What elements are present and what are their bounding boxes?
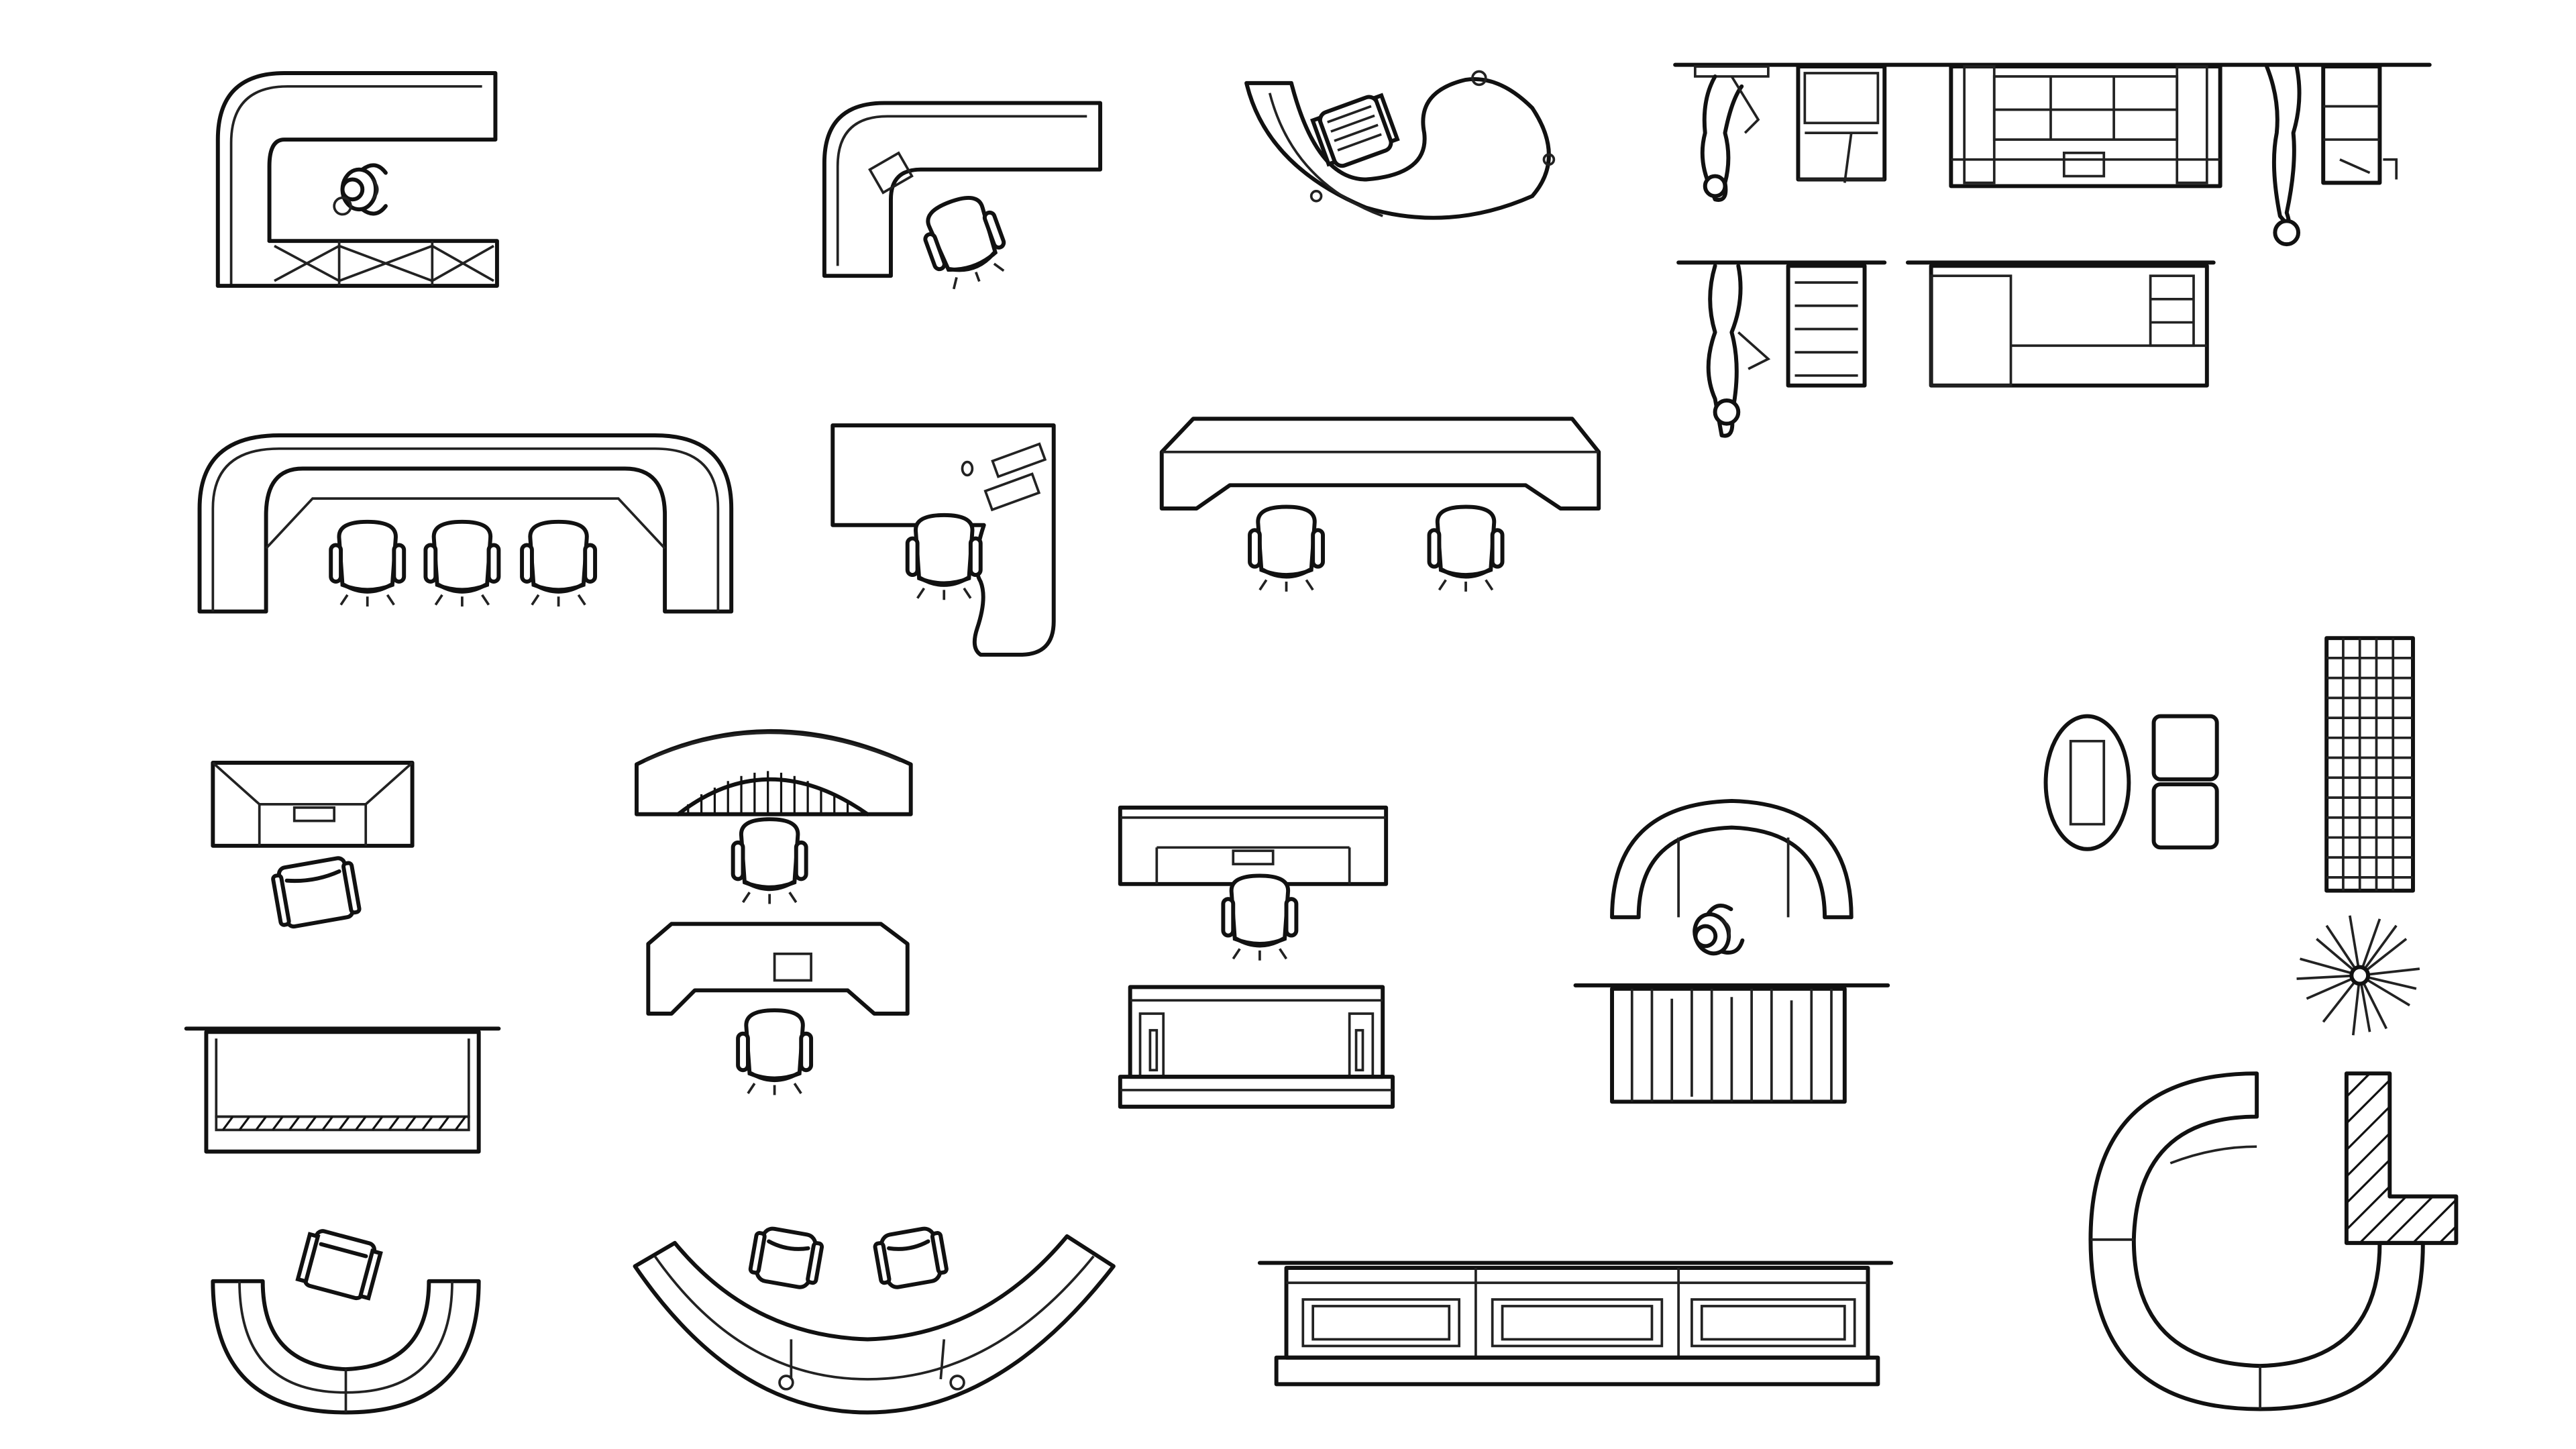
- rect-desk-laptop: [830, 423, 1056, 657]
- quarter-round-desk: [211, 1229, 481, 1415]
- angled-counter-two-chairs: [1159, 417, 1601, 592]
- angled-desk-laptop: [646, 922, 910, 1095]
- slatted-counter-elevation: [1573, 983, 1890, 1104]
- small-desk-armchair: [211, 761, 415, 929]
- counter-elevation: [1118, 985, 1395, 1109]
- curved-desk-chair: [1244, 70, 1556, 220]
- panelled-counter-elevation: [1257, 1260, 1894, 1387]
- semicircle-desk-person: [1610, 798, 1854, 963]
- round-desk-plan: [2088, 1071, 2459, 1411]
- arc-desk-two-chairs: [633, 1226, 1116, 1415]
- reception-three-chairs: [197, 433, 734, 614]
- arched-desk: [635, 729, 913, 904]
- exec-desk-chair: [1118, 805, 1389, 961]
- l-desk-laptop-chair: [822, 101, 1103, 294]
- l-counter-person: [215, 71, 499, 288]
- elevations-front: [1673, 62, 2432, 247]
- oval-table-planter: [2043, 636, 2420, 1036]
- elevations-side: [1676, 260, 2216, 438]
- bench-elevation: [184, 1026, 501, 1154]
